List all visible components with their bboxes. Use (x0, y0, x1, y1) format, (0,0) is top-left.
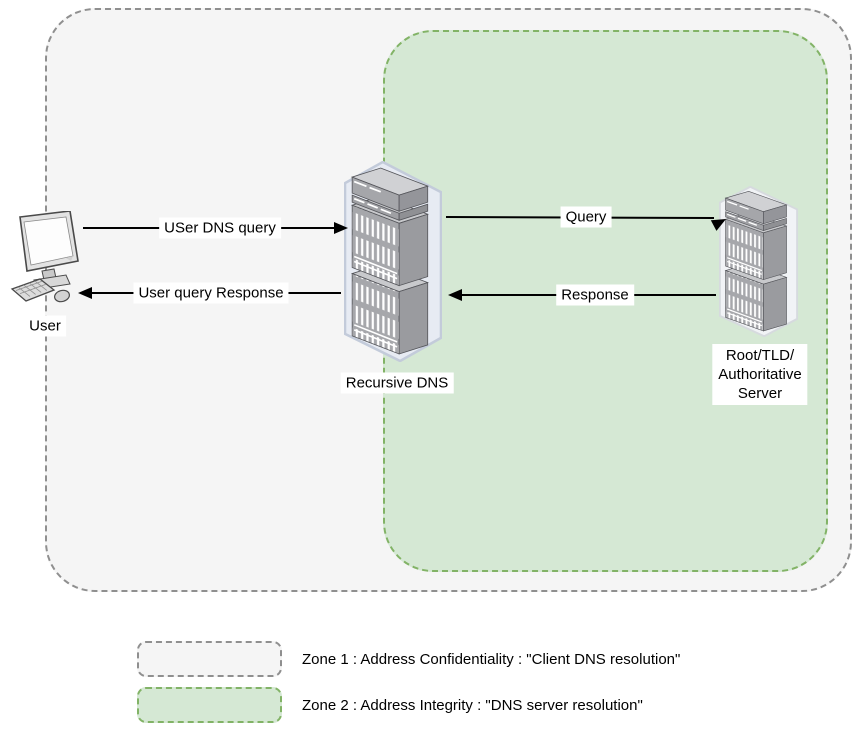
zone2-color-swatch (137, 687, 282, 723)
legend-label-zone1: Zone 1 : Address Confidentiality : "Clie… (302, 650, 681, 668)
root-server-node-label: Root/TLD/ Authoritative Server (712, 344, 808, 405)
legend-label-zone2: Zone 2 : Address Integrity : "DNS server… (302, 696, 643, 714)
root-server-label-line3: Server (737, 385, 783, 402)
arrow-label-response: Response (556, 284, 634, 306)
user-node-label: User (24, 315, 66, 337)
legend-item-zone1: Zone 1 : Address Confidentiality : "Clie… (137, 641, 680, 677)
arrow-label-user-dns-query: USer DNS query (159, 217, 281, 239)
recursive-dns-node-label: Recursive DNS (340, 372, 454, 394)
desktop-computer-icon (10, 211, 79, 303)
legend-item-zone2: Zone 2 : Address Integrity : "DNS server… (137, 687, 643, 723)
root-server-label-line2: Authoritative (718, 366, 802, 383)
root-server-label-line1: Root/TLD/ (725, 347, 795, 364)
rack-server-icon (719, 186, 798, 337)
arrow-label-query: Query (560, 206, 612, 228)
arrow-label-user-query-response: User query Response (133, 282, 289, 304)
rack-server-icon (344, 161, 442, 362)
zone1-color-swatch (137, 641, 282, 677)
